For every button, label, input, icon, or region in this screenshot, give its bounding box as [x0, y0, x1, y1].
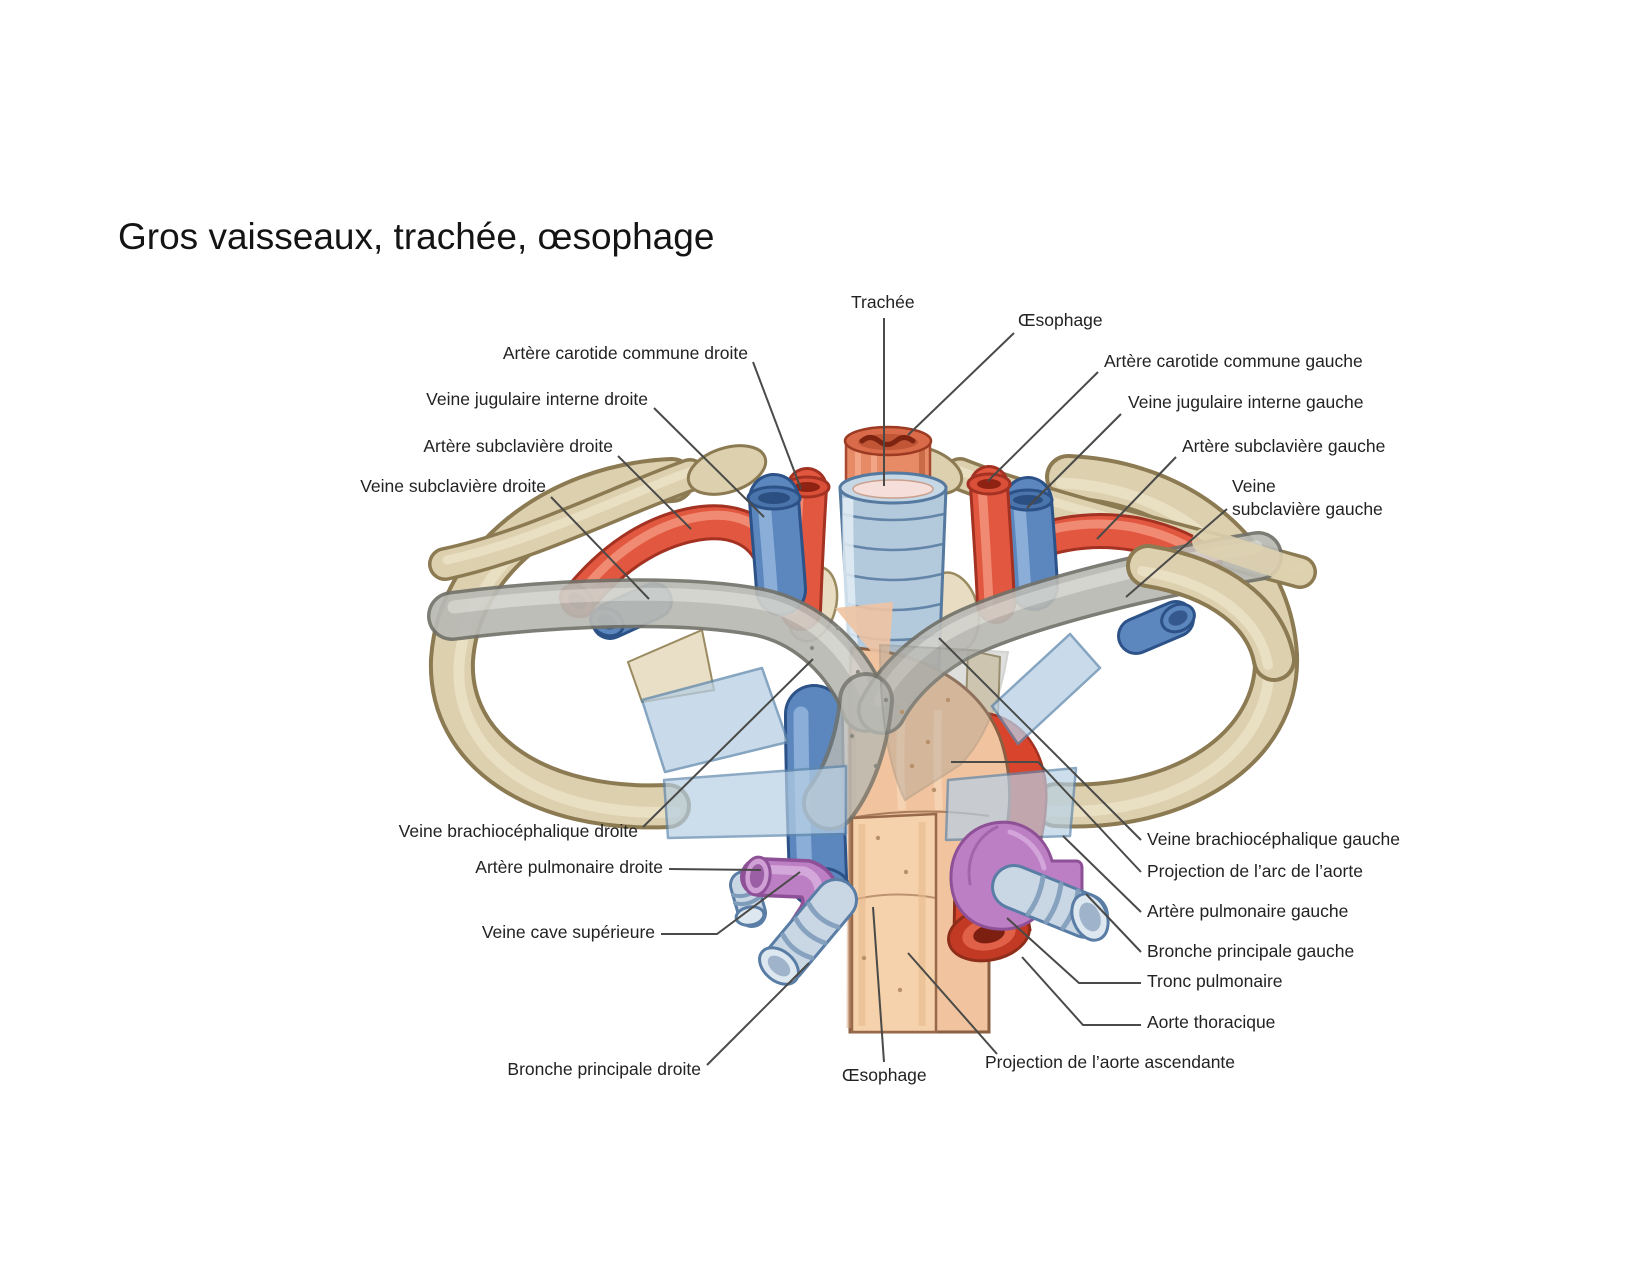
label-veine-subclaviere-gauche-line2: subclavière gauche: [1232, 499, 1383, 520]
label-veine-brachiocephalique-droite: Veine brachiocéphalique droite: [398, 821, 638, 841]
label-tronc-pulmonaire: Tronc pulmonaire: [1147, 971, 1283, 991]
page-title: Gros vaisseaux, trachée, œsophage: [118, 216, 715, 257]
label-projection-arc-aorte: Projection de l’arc de l’aorte: [1147, 861, 1363, 881]
label-veine-subclaviere-gauche-line1: Veine: [1232, 476, 1276, 496]
label-bronche-principale-gauche: Bronche principale gauche: [1147, 941, 1355, 961]
costal-cartilage-graphic: [640, 632, 1102, 842]
carotid-jugular-graphic: [746, 474, 1052, 610]
cartilage-stub-graphic: [733, 885, 765, 927]
label-artere-pulmonaire-gauche: Artère pulmonaire gauche: [1147, 901, 1349, 921]
label-trachee: Trachée: [851, 292, 915, 312]
label-veine-jugulaire-droite: Veine jugulaire interne droite: [426, 389, 648, 409]
label-bronche-principale-droite: Bronche principale droite: [507, 1059, 701, 1079]
label-artere-subclaviere-droite: Artère subclavière droite: [423, 436, 613, 456]
label-oesophage-bas: Œsophage: [842, 1065, 927, 1085]
label-veine-subclaviere-droite: Veine subclavière droite: [360, 476, 546, 496]
leader-lines: [550, 318, 1228, 1066]
label-veine-cave-superieure: Veine cave supérieure: [481, 922, 655, 942]
label-artere-subclaviere-gauche: Artère subclavière gauche: [1182, 436, 1386, 456]
label-veine-subclaviere-gauche: Veine subclavière gauche: [1232, 475, 1383, 521]
label-veine-brachiocephalique-gauche: Veine brachiocéphalique gauche: [1147, 829, 1400, 849]
label-artere-carotide-droite: Artère carotide commune droite: [502, 343, 748, 363]
label-oesophage-haut: Œsophage: [1018, 310, 1103, 330]
label-aorte-thoracique: Aorte thoracique: [1147, 1012, 1276, 1032]
label-artere-pulmonaire-droite: Artère pulmonaire droite: [475, 857, 663, 877]
label-projection-aorte-ascendante: Projection de l’aorte ascendante: [985, 1052, 1236, 1072]
label-artere-carotide-gauche: Artère carotide commune gauche: [1104, 351, 1363, 371]
bronchi-graphic: [758, 877, 1110, 986]
brachiocephalic-veins-graphic: [452, 528, 1313, 993]
label-veine-jugulaire-gauche: Veine jugulaire interne gauche: [1128, 392, 1364, 412]
